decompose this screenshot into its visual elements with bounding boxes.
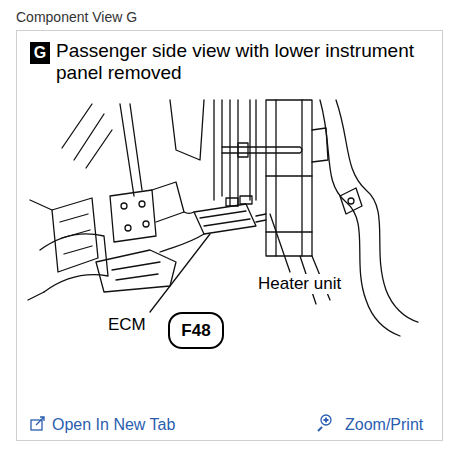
link-text: Open In New Tab: [52, 416, 175, 434]
view-letter-badge: G: [30, 42, 50, 64]
view-title: Component View G: [16, 9, 137, 25]
view-letter-badge-text: G: [34, 45, 46, 61]
part-name: Heater unit: [256, 274, 343, 294]
link-text: Zoom/Print: [345, 416, 423, 434]
dashboard-drawing: [28, 100, 418, 336]
magnifier-handle: [318, 418, 329, 432]
panel-frame: [17, 31, 443, 441]
part-name: ECM: [106, 315, 148, 335]
view-description: Passenger side view with lower instrumen…: [56, 40, 416, 84]
connector-number-text: F48: [181, 322, 210, 339]
connector-number: F48: [168, 312, 224, 349]
new-tab-arrow: [36, 417, 44, 425]
